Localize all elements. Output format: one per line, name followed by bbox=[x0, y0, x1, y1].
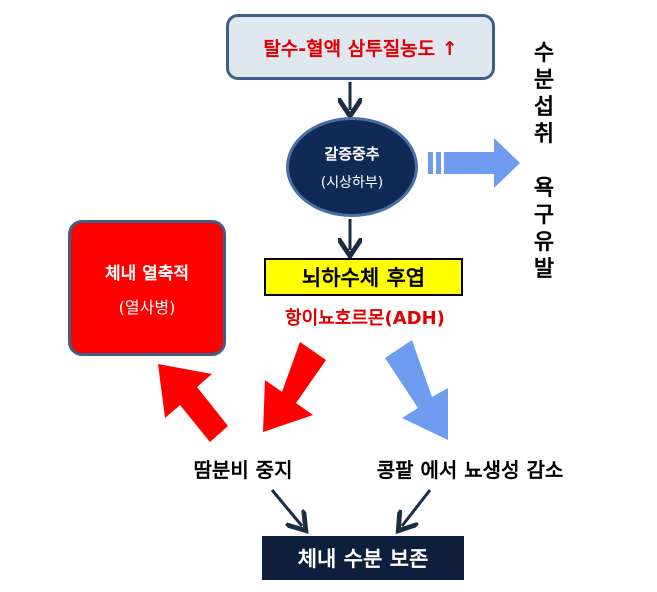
water-desire-char: 취 bbox=[533, 122, 555, 147]
posterior-pituitary-box: 뇌하수체 후엽 bbox=[264, 258, 463, 296]
water-desire-char: 욕 bbox=[533, 176, 555, 201]
arrow-sweat-to-heatstroke bbox=[158, 364, 228, 442]
dehydration-box: 탈수-혈액 삼투질농도 ↑ bbox=[226, 14, 495, 80]
arrow-to-water-desire bbox=[428, 138, 520, 188]
water-desire-char: 분 bbox=[533, 68, 555, 93]
heat-accumulation-label: 체내 열축적 bbox=[104, 263, 190, 284]
water-desire-char: 유 bbox=[533, 230, 555, 255]
heat-stroke-label: (열사병) bbox=[118, 297, 176, 317]
kidney-urine-reduce-label: 콩팥 에서 뇨생성 감소 bbox=[376, 457, 564, 482]
thirst-center-label: 갈증중추 bbox=[324, 144, 380, 163]
dehydration-text: 탈수-혈액 삼투질농도 ↑ bbox=[263, 37, 458, 60]
arrow-sweat-to-bottom bbox=[270, 489, 302, 526]
arrow-adh-to-sweat bbox=[263, 342, 326, 432]
water-desire-char: 구 bbox=[533, 203, 555, 228]
water-desire-char: 수 bbox=[533, 41, 555, 66]
arrow-adh-to-kidney bbox=[385, 340, 448, 440]
thirst-center-ellipse: 갈증중추 (시상하부) bbox=[286, 117, 418, 217]
posterior-pituitary-text: 뇌하수체 후엽 bbox=[301, 266, 426, 290]
arrow-kidney-to-bottom bbox=[402, 489, 432, 526]
water-desire-vertical-text: 수 분 섭 취 욕 구 유 발 bbox=[527, 40, 561, 283]
water-conservation-text: 체내 수분 보존 bbox=[297, 547, 429, 571]
water-desire-char: 섭 bbox=[533, 95, 555, 120]
heat-stroke-box: 체내 열축적 (열사병) bbox=[68, 220, 226, 356]
hypothalamus-label: (시상하부) bbox=[320, 174, 384, 191]
water-conservation-box: 체내 수분 보존 bbox=[262, 536, 464, 580]
adh-label: 항이뇨호르몬(ADH) bbox=[285, 308, 445, 329]
water-desire-char: 발 bbox=[533, 257, 555, 282]
sweat-stop-label: 땀분비 중지 bbox=[193, 457, 293, 482]
